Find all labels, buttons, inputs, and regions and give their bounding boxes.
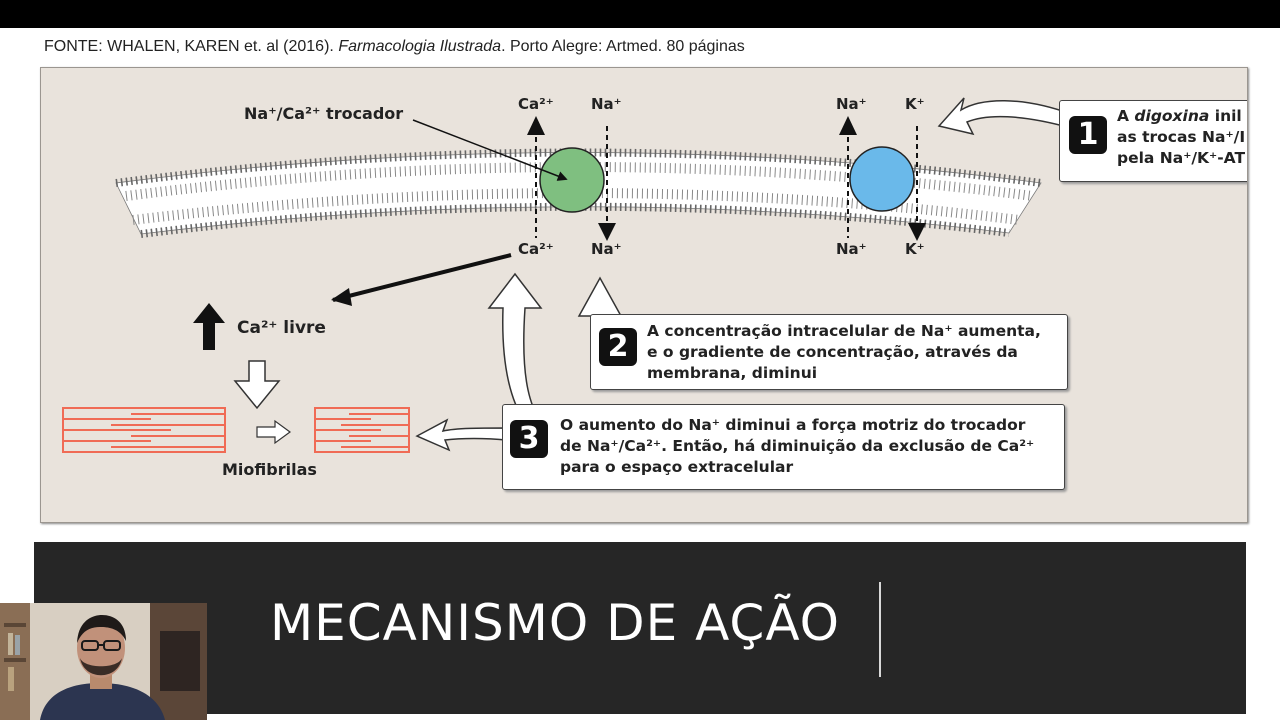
ion-na-intracellular-pump: Na⁺ (836, 240, 867, 258)
callout-1-line-2: as trocas Na⁺/I (1117, 128, 1246, 146)
ion-na-intracellular-exchanger: Na⁺ (591, 240, 622, 258)
myofibril-left (62, 407, 226, 453)
callout-2-line-1: A concentração intracelular de Na⁺ aumen… (647, 322, 1041, 340)
callout-3-line-2: de Na⁺/Ca²⁺. Então, há diminuição da exc… (560, 437, 1035, 455)
free-calcium-label: Ca²⁺ livre (237, 318, 326, 338)
title-banner: MECANISMO DE AÇÃO (34, 542, 1246, 714)
callout-1-line-1-a: A (1117, 107, 1135, 125)
exchanger-pointer-line (412, 119, 568, 181)
source-citation: FONTE: WHALEN, KAREN et. al (2016). Farm… (44, 38, 745, 56)
top-black-bar (0, 0, 1280, 28)
citation-prefix: FONTE: WHALEN, KAREN et. al (2016). (44, 38, 334, 55)
callout-3 (502, 404, 1065, 490)
calcium-release-arrowhead (331, 288, 352, 306)
ion-ca-extracellular: Ca²⁺ (518, 95, 554, 113)
calcium-release-arrow (332, 253, 512, 302)
myofibril-transition-arrow (256, 419, 292, 445)
mechanism-figure: Na⁺/Ca²⁺ trocador Ca²⁺ Na⁺ Ca²⁺ Na⁺ Na⁺ … (40, 67, 1248, 523)
callout-1-line-1-b: inil (1209, 107, 1242, 125)
white-down-arrow (233, 360, 281, 410)
callout-1-line-1: A digoxina inil (1117, 106, 1245, 127)
ion-k-intracellular: K⁺ (905, 240, 925, 258)
na-k-atpase-pump (849, 146, 915, 212)
callout-2-number: 2 (599, 328, 637, 366)
banner-divider (879, 582, 881, 677)
exchanger-protein (539, 147, 605, 213)
presenter-webcam (0, 603, 207, 720)
callout-3-text: O aumento do Na⁺ diminui a força motriz … (560, 415, 1034, 478)
webcam-image (0, 603, 207, 720)
callout-2-line-3: membrana, diminui (647, 364, 818, 382)
myofibrils-label: Miofibrilas (222, 460, 317, 479)
ion-flux-paths (535, 126, 918, 238)
ion-na-extracellular-pump: Na⁺ (836, 95, 867, 113)
ion-k-extracellular: K⁺ (905, 95, 925, 113)
callout-2 (590, 314, 1068, 390)
callout-2-line-2: e o gradiente de concentração, através d… (647, 343, 1018, 361)
callout-1-arrow (937, 97, 1072, 136)
callout-1-number: 1 (1069, 116, 1107, 154)
ion-ca-intracellular: Ca²⁺ (518, 240, 554, 258)
callout-3-number: 3 (510, 420, 548, 458)
callout-3-left-arrow (415, 418, 507, 452)
ion-na-extracellular-exchanger: Na⁺ (591, 95, 622, 113)
callout-3-line-3: para o espaço extracelular (560, 458, 794, 476)
callout-2-text: A concentração intracelular de Na⁺ aumen… (647, 321, 1041, 384)
callout-1-text: A digoxina inil as trocas Na⁺/I pela Na⁺… (1117, 106, 1245, 169)
exchanger-label: Na⁺/Ca²⁺ trocador (244, 104, 404, 123)
banner-title: MECANISMO DE AÇÃO (270, 594, 841, 652)
callout-1-digoxina: digoxina (1134, 107, 1210, 125)
callout-1-line-3: pela Na⁺/K⁺-AT (1117, 149, 1246, 167)
citation-book-title: Farmacologia Ilustrada (338, 38, 502, 55)
ion-direction-arrows (527, 116, 926, 241)
myofibril-right (314, 407, 410, 453)
citation-suffix: . Porto Alegre: Artmed. 80 páginas (501, 38, 745, 55)
free-calcium-up-arrow (193, 303, 225, 350)
callout-3-line-1: O aumento do Na⁺ diminui a força motriz … (560, 416, 1026, 434)
figure-drawing (62, 97, 1072, 453)
